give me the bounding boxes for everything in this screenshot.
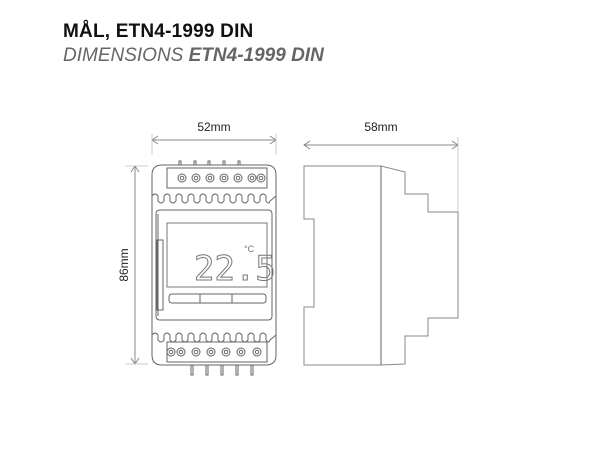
top-vent (151, 193, 277, 204)
subtitle-prefix: DIMENSIONS (63, 45, 189, 66)
front-view (151, 160, 277, 376)
title: MÅL, ETN4-1999 DIN (63, 21, 254, 42)
width-label: 52mm (197, 120, 230, 134)
bottom-pins (190, 365, 254, 376)
height-label: 86mm (117, 248, 131, 281)
height-dimension (125, 165, 148, 365)
top-terminals (177, 173, 266, 183)
lcd-unit: °C (244, 244, 255, 254)
top-pins (178, 160, 241, 165)
lcd-screen (166, 222, 268, 288)
subtitle-model: ETN4-1999 DIN (188, 45, 324, 66)
depth-dimension (303, 137, 459, 215)
bottom-vent (151, 332, 277, 343)
width-dimension (151, 134, 277, 155)
bottom-terminals (166, 347, 262, 357)
subtitle: DIMENSIONS ETN4-1999 DIN (63, 45, 324, 67)
buttons-row (168, 293, 267, 304)
side-view (303, 165, 459, 366)
depth-label: 58mm (364, 120, 397, 134)
lcd-reading: 22.5 (194, 249, 276, 289)
